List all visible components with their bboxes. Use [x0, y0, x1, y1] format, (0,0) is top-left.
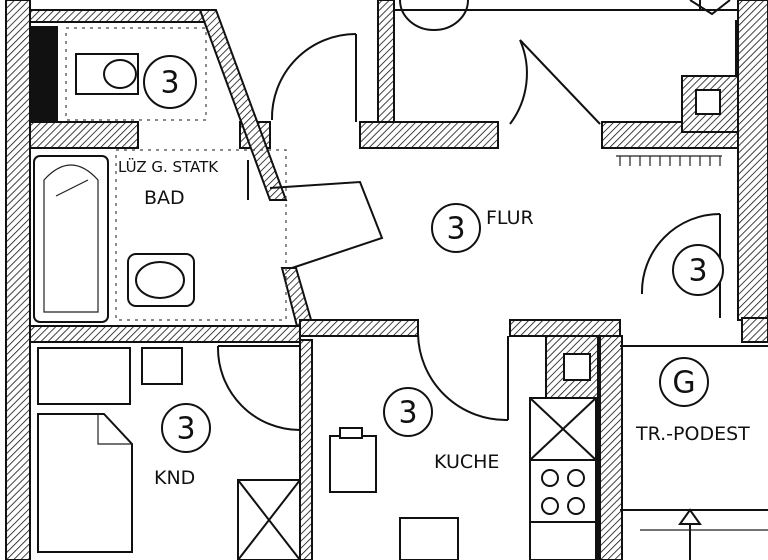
door-swing-north-west — [270, 33, 357, 121]
room-names: LÜZ G. STATK BAD FLUR KND KUCHE TR.-PODE… — [118, 157, 750, 489]
stairs — [640, 508, 768, 560]
sink-cabinet — [529, 521, 597, 560]
stove-burner — [567, 497, 585, 515]
wall-flur-south-a — [299, 319, 419, 337]
kitchen-table — [399, 517, 459, 560]
room-code-kueche-text: 3 — [398, 396, 417, 431]
wall-podest-north — [741, 317, 768, 343]
room-name-kueche: KUCHE — [434, 451, 499, 473]
washbasin-bowl — [135, 261, 185, 299]
room-code-wc: 3 — [143, 55, 197, 109]
door-east — [640, 213, 721, 295]
wall-flur-south-b — [509, 319, 621, 337]
room-code-kind-text: 3 — [176, 412, 195, 447]
stove-burner — [567, 469, 585, 487]
room-code-flur-east: 3 — [672, 244, 724, 296]
walls — [5, 0, 768, 560]
bath-note: LÜZ G. STATK — [118, 157, 219, 176]
room-code-flur-text: 3 — [446, 212, 465, 247]
wall-north-wc — [29, 9, 209, 23]
room-name-bad: BAD — [144, 187, 185, 209]
doors — [216, 0, 731, 431]
door-upper — [399, 0, 469, 31]
wall-upper-room-south-a — [359, 121, 499, 149]
room-code-flur: 3 — [431, 203, 481, 253]
wall-kueche-podest — [597, 335, 623, 560]
window-upper — [689, 0, 731, 16]
kitchen — [329, 335, 601, 560]
bathtub-basin — [43, 164, 99, 313]
kitchen-stool-top — [339, 427, 363, 439]
nightstand — [141, 347, 183, 385]
door-kueche — [417, 333, 509, 422]
shaft-north — [695, 89, 721, 115]
room-codes: 3 3 3 3 3 G — [143, 55, 724, 453]
room-code-podest: G — [659, 357, 709, 407]
radiator — [616, 155, 722, 166]
room-code-flur-east-text: 3 — [688, 254, 707, 289]
wall-wc-bad — [29, 121, 139, 149]
room-name-podest: TR.-PODEST — [635, 423, 750, 445]
kitchen-stool — [329, 435, 377, 493]
wall-upper-room-west — [377, 0, 395, 123]
door-bath — [269, 180, 384, 269]
stove-burner — [541, 497, 559, 515]
wall-bad-diagonal — [198, 9, 288, 201]
wc-room — [30, 26, 207, 122]
door-swing-north — [509, 39, 528, 125]
stove-burner — [541, 469, 559, 487]
door-kind — [216, 345, 301, 431]
bathroom — [33, 149, 287, 323]
room-code-kind: 3 — [161, 403, 211, 453]
stove — [529, 459, 597, 523]
wall-west — [5, 0, 31, 560]
bathtub — [33, 155, 109, 323]
wall-east — [737, 0, 768, 321]
room-code-podest-text: G — [672, 366, 695, 401]
toilet-bowl — [103, 59, 137, 89]
room-name-kind: KND — [154, 467, 195, 489]
room-name-flur: FLUR — [486, 207, 534, 229]
wall-kind-kueche — [299, 339, 313, 560]
wall-outlines — [393, 0, 768, 511]
wall-bad-kind — [29, 325, 301, 343]
bed-fold — [97, 414, 132, 445]
wc-riser — [30, 26, 58, 122]
bed-lower — [37, 413, 133, 553]
kids-room — [37, 347, 301, 560]
room-code-kueche: 3 — [383, 387, 433, 437]
room-code-wc-text: 3 — [160, 66, 179, 101]
stair-arrow-head — [678, 508, 702, 525]
bed-upper — [37, 347, 131, 405]
shaft-south — [563, 353, 591, 381]
